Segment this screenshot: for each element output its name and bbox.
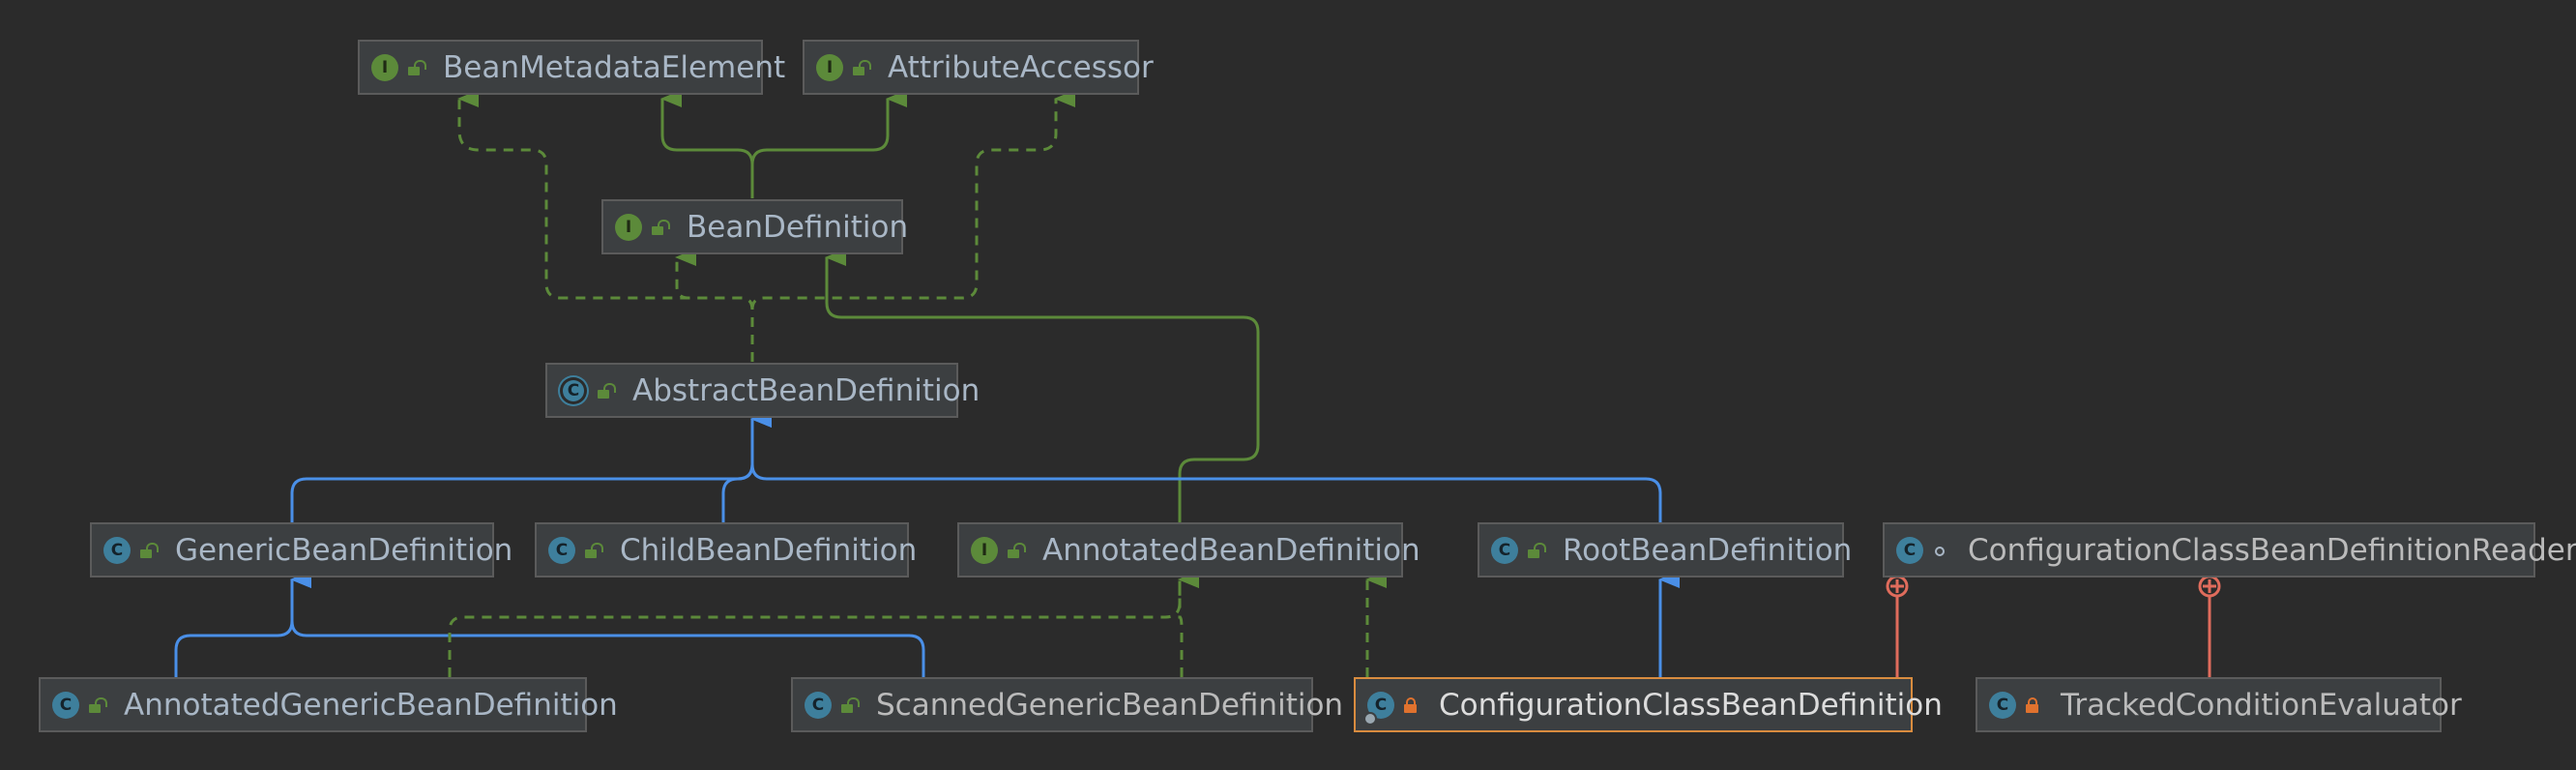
package-visibility-icon <box>1933 543 1947 558</box>
node-label: AbstractBeanDefinition <box>632 372 981 408</box>
private-visibility-icon <box>1404 696 1418 713</box>
public-visibility-icon <box>1008 543 1021 558</box>
inner-class-marker <box>2198 575 2221 598</box>
public-visibility-icon <box>1528 543 1541 558</box>
node-label: AnnotatedBeanDefinition <box>1042 532 1420 568</box>
node-rootbeandefinition[interactable]: C RootBeanDefinition <box>1478 522 1852 578</box>
interface-icon: I <box>816 53 843 81</box>
private-visibility-icon <box>2026 696 2039 713</box>
class-icon: C <box>103 536 131 564</box>
public-visibility-icon <box>140 543 154 558</box>
node-genericbeandefinition[interactable]: C GenericBeanDefinition <box>90 522 512 578</box>
public-visibility-icon <box>853 60 866 75</box>
interface-icon: I <box>371 53 398 81</box>
class-icon: C <box>548 536 575 564</box>
edge-abstractbeandefinition-beandefinition <box>675 249 754 362</box>
public-visibility-icon <box>408 60 422 75</box>
node-configurationclassbeandefinition[interactable]: C ConfigurationClassBeanDefinition <box>1354 677 1943 732</box>
edge-scannedgenericbeandefinition-genericbeandefinition <box>290 571 925 677</box>
node-scannedgenericbeandefinition[interactable]: C ScannedGenericBeanDefinition <box>791 677 1343 732</box>
node-label: BeanMetadataElement <box>443 49 786 85</box>
node-configurationclassbeandefinitionreader[interactable]: C ConfigurationClassBeanDefinitionReader <box>1883 522 2576 578</box>
node-beandefinition[interactable]: I BeanDefinition <box>601 199 908 254</box>
edge-scannedgenericbeandefinition-annotatedbeandefinition <box>1178 571 1199 677</box>
class-icon: C <box>1896 536 1923 564</box>
node-label: RootBeanDefinition <box>1563 532 1853 568</box>
edge-annotatedbeandefinition-beandefinition <box>825 249 1260 522</box>
node-label: ScannedGenericBeanDefinition <box>876 687 1344 723</box>
edge-beandefinition-attributeaccessor <box>750 90 907 198</box>
abstract-class-icon: C <box>563 379 584 401</box>
node-label: TrackedConditionEvaluator <box>2061 687 2462 723</box>
node-abstractbeandefinition[interactable]: C AbstractBeanDefinition <box>545 363 980 418</box>
edge-genericbeandefinition-abstractbeandefinition <box>290 410 772 522</box>
class-icon: C <box>1989 691 2016 719</box>
inner-class-marker <box>1886 575 1909 598</box>
edge-annotatedgenericbeandefinition-annotatedbeandefinition <box>448 571 1199 677</box>
node-attributeaccessor[interactable]: I AttributeAccessor <box>803 40 1154 95</box>
public-visibility-icon <box>89 697 102 713</box>
class-icon: C <box>805 691 832 719</box>
node-label: AttributeAccessor <box>888 49 1154 85</box>
node-label: ConfigurationClassBeanDefinitionReader <box>1968 532 2576 568</box>
node-trackedconditionevaluator[interactable]: C TrackedConditionEvaluator <box>1976 677 2462 732</box>
node-beanmetadataelement[interactable]: I BeanMetadataElement <box>358 40 785 95</box>
interface-icon: I <box>615 213 642 241</box>
public-visibility-icon <box>652 220 665 235</box>
public-visibility-icon <box>841 697 855 713</box>
public-visibility-icon <box>585 543 599 558</box>
public-visibility-icon <box>598 383 611 399</box>
node-label: GenericBeanDefinition <box>175 532 513 568</box>
gear-icon <box>1363 712 1377 726</box>
node-annotatedbeandefinition[interactable]: I AnnotatedBeanDefinition <box>957 522 1420 578</box>
edge-beandefinition-beanmetadataelement <box>660 90 754 198</box>
node-annotatedgenericbeandefinition[interactable]: C AnnotatedGenericBeanDefinition <box>39 677 618 732</box>
node-childbeandefinition[interactable]: C ChildBeanDefinition <box>535 522 917 578</box>
node-label: ChildBeanDefinition <box>620 532 918 568</box>
edge-childbeandefinition-abstractbeandefinition <box>721 410 772 522</box>
edge-rootbeandefinition-abstractbeandefinition <box>750 410 1662 522</box>
node-label: ConfigurationClassBeanDefinition <box>1439 687 1943 723</box>
edge-annotatedgenericbeandefinition-genericbeandefinition <box>174 571 311 677</box>
node-label: AnnotatedGenericBeanDefinition <box>124 687 618 723</box>
node-label: BeanDefinition <box>687 209 909 245</box>
edge-abstractbeandefinition-attributeaccessor <box>750 90 1075 362</box>
interface-icon: I <box>971 536 998 564</box>
class-icon: C <box>1491 536 1518 564</box>
class-icon: C <box>52 691 79 719</box>
edge-abstractbeandefinition-beanmetadataelement <box>457 90 754 362</box>
